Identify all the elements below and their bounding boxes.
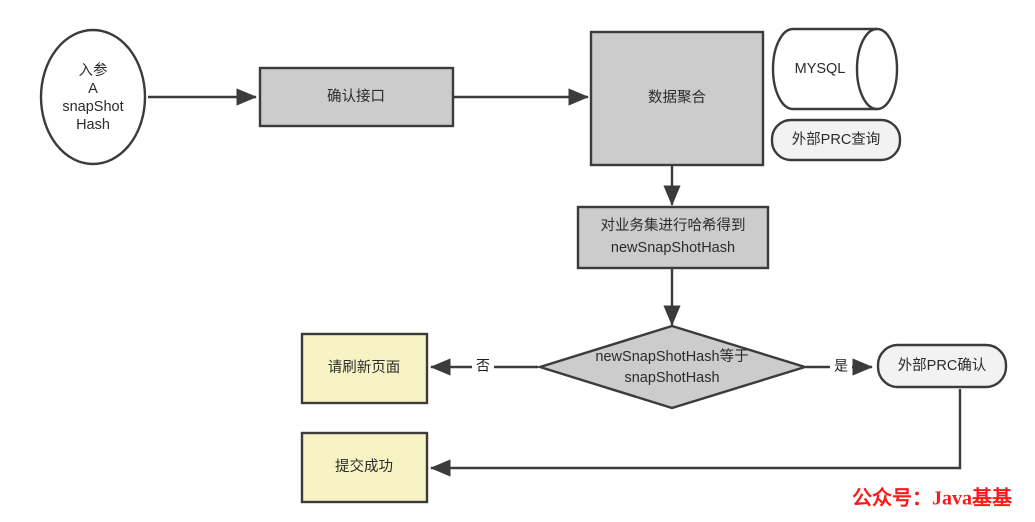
node-refresh-page-label: 请刷新页面: [328, 359, 401, 376]
edge-rpc-confirm-to-submit-success: [430, 389, 962, 477]
node-start-line-2: A: [88, 81, 98, 97]
node-hash-business-set[interactable]: 对业务集进行哈希得到 newSnapShotHash: [576, 205, 770, 270]
node-mysql[interactable]: MYSQL: [771, 27, 899, 111]
node-start-line-3: snapShot: [62, 99, 123, 115]
node-decision-line-2: snapShotHash: [624, 370, 719, 386]
node-start-line-4: Hash: [76, 117, 110, 133]
node-external-rpc-query-label: 外部PRC查询: [792, 131, 881, 148]
node-confirm-api[interactable]: 确认接口: [258, 66, 455, 128]
node-decision-line-1: newSnapShotHash等于: [595, 347, 748, 365]
node-external-rpc-query[interactable]: 外部PRC查询: [770, 118, 902, 162]
node-mysql-label: MYSQL: [795, 61, 846, 77]
node-start-line-1: 入参: [79, 62, 108, 79]
node-refresh-page[interactable]: 请刷新页面: [300, 332, 429, 405]
node-submit-success-label: 提交成功: [335, 457, 393, 475]
node-start[interactable]: 入参 A snapShot Hash: [39, 28, 147, 166]
node-external-rpc-confirm[interactable]: 外部PRC确认: [876, 343, 1008, 389]
edge-label-no: 否: [472, 356, 494, 378]
node-submit-success[interactable]: 提交成功: [300, 431, 429, 504]
node-hash-business-set-line-1: 对业务集进行哈希得到: [601, 217, 746, 234]
node-confirm-api-label: 确认接口: [327, 88, 385, 105]
node-hash-business-set-line-2: newSnapShotHash: [611, 240, 735, 256]
node-decision[interactable]: newSnapShotHash等于 snapShotHash: [535, 324, 810, 410]
edge-label-yes: 是: [830, 356, 852, 378]
watermark-label: 公众号：Java基基: [852, 487, 1013, 510]
edge-label-yes-text: 是: [834, 358, 848, 374]
node-data-aggregation[interactable]: 数据聚合: [589, 30, 765, 167]
node-data-aggregation-label: 数据聚合: [648, 89, 706, 106]
node-external-rpc-confirm-label: 外部PRC确认: [898, 357, 987, 374]
edge-label-no-text: 否: [476, 358, 490, 374]
